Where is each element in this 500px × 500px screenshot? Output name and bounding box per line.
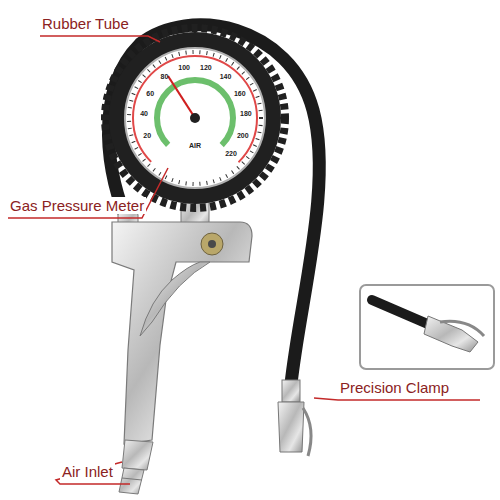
dial-number: 220 (225, 150, 237, 158)
clamp-lever (303, 408, 311, 456)
valve-knob (201, 233, 223, 255)
inlet-groove (122, 478, 142, 480)
leader-line (56, 462, 130, 484)
air-inlet-collar (122, 440, 153, 470)
part-label: Air Inlet (60, 463, 115, 480)
trigger-lever (140, 262, 210, 336)
red-scale (107, 30, 282, 205)
clamp-chuck (278, 402, 304, 452)
dial-number: 80 (161, 73, 169, 81)
valve-knob-center (208, 240, 216, 248)
dial-number: 120 (200, 64, 212, 72)
inset-frame (360, 285, 494, 369)
dial-number: 40 (140, 110, 148, 118)
gauge-boot-teeth (105, 28, 285, 208)
gauge-ticks (129, 52, 261, 184)
dial-number: 180 (240, 110, 252, 118)
inset-hose (372, 300, 430, 325)
dial-number: 200 (237, 132, 249, 140)
needle-cap (190, 113, 200, 123)
dial-number: 20 (143, 132, 151, 140)
part-label: Rubber Tube (40, 15, 131, 32)
inset-clamp-lever (440, 321, 484, 336)
chuck-ferrule (282, 380, 300, 402)
leader-line (314, 398, 480, 400)
dial-number: 100 (178, 64, 190, 72)
gun-body (112, 222, 252, 444)
leader-line (8, 168, 168, 218)
green-scale (141, 64, 248, 171)
part-label: Gas Pressure Meter (8, 197, 146, 214)
dial-number: 60 (146, 90, 154, 98)
gauge-face (125, 48, 265, 188)
part-label: Precision Clamp (338, 379, 451, 396)
gauge-needle (168, 76, 195, 118)
leader-line (40, 36, 160, 42)
air-inlet-nipple (119, 468, 144, 494)
dial-number: 160 (234, 90, 246, 98)
dial-number: 140 (220, 73, 232, 81)
gauge-boot (109, 32, 281, 204)
dial-text: AIR (189, 142, 201, 150)
